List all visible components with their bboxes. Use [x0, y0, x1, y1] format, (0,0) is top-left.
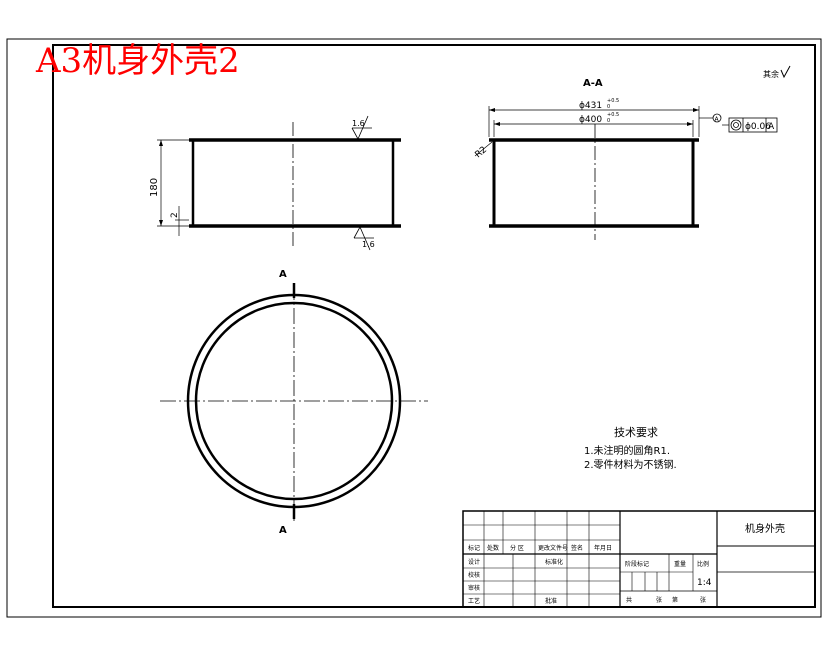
tb-label-mark: 标记: [468, 544, 480, 552]
surface-finish-other-label: 其余: [763, 69, 779, 79]
title-block: [462, 510, 816, 608]
radius-value: R2: [474, 145, 490, 160]
tech-requirements: 技术要求 1.未注明的圆角R1. 2.零件材料为不锈钢.: [584, 426, 677, 471]
surface-finish-other: 其余: [763, 65, 791, 79]
roughness-top: 1.6: [351, 115, 372, 140]
inner-circle: [194, 301, 394, 501]
concentricity-icon: [730, 119, 742, 131]
section-view: A-A ϕ431 +0.5 0 ϕ400 +0.5 0 R2 A: [474, 78, 778, 240]
inner-frame: [52, 44, 816, 608]
feature-control-frame: [728, 117, 778, 133]
roughness-check-icon: [780, 65, 791, 79]
tolerance-value: ϕ0.06: [745, 122, 771, 132]
section-label: A-A: [583, 78, 603, 89]
tb-label-sheets-total: 共: [626, 596, 632, 604]
front-wall-dim: 2: [170, 212, 180, 218]
tb-label-zone: 分 区: [510, 544, 524, 552]
outer-dia-tol-lower: 0: [607, 104, 610, 110]
outer-frame: [6, 38, 822, 618]
tb-label-sheet-unit: 张: [656, 596, 662, 604]
front-height-dim: 180: [149, 178, 160, 197]
tb-label-count: 处数: [487, 544, 499, 552]
outer-dia-tol-upper: +0.5: [607, 98, 619, 104]
tech-requirement-2: 2.零件材料为不锈钢.: [584, 458, 677, 471]
tb-label-change-doc: 更改文件号: [538, 544, 568, 552]
roughness-top-value: 1.6: [352, 119, 365, 128]
tb-part-name: 机身外壳: [745, 522, 785, 535]
front-view: 180 2 1.6 1.6: [149, 115, 401, 251]
cut-label-top: A: [279, 269, 287, 280]
tech-requirement-1: 1.未注明的圆角R1.: [584, 444, 670, 457]
tb-label-review: 审核: [468, 584, 480, 592]
circle-view: A A: [160, 269, 428, 536]
tb-label-approve: 批准: [545, 597, 557, 605]
drawing-title-overlay: A3机身外壳2: [35, 41, 240, 81]
roughness-bottom: 1.6: [353, 226, 375, 251]
roughness-bottom-value: 1.6: [362, 240, 375, 249]
tb-label-weight: 重量: [674, 560, 686, 568]
tb-scale: 1:4: [697, 578, 712, 588]
tolerance-datum: A: [768, 122, 775, 132]
inner-dia-tol-upper: +0.5: [607, 112, 619, 118]
title-block-text: 机身外壳 1:4 标记 处数 分 区 更改文件号 签名 年月日 设计 标准化 校…: [468, 522, 785, 605]
tb-label-standardize: 标准化: [545, 558, 563, 566]
tech-requirements-heading: 技术要求: [614, 426, 658, 439]
tb-label-process: 工艺: [468, 597, 480, 605]
tb-label-design: 设计: [468, 558, 480, 566]
cut-label-bottom: A: [279, 525, 287, 536]
tb-label-ratio: 比例: [697, 560, 709, 568]
datum-circle-icon: [712, 113, 722, 123]
inner-dia-tol-lower: 0: [607, 118, 610, 124]
tb-label-signature: 签名: [571, 544, 583, 552]
title-block-border: [462, 510, 816, 608]
tb-label-stage-mark: 阶段标记: [625, 560, 649, 568]
tb-label-sheet-unit2: 张: [700, 596, 706, 604]
tb-label-check: 校核: [468, 571, 480, 579]
tb-label-date: 年月日: [594, 544, 612, 552]
outer-dia-value: ϕ431: [579, 101, 602, 111]
datum-ref: A: [715, 116, 720, 123]
radius-leader: [474, 141, 493, 157]
tb-label-sheet-of: 第: [672, 596, 678, 604]
inner-dia-value: ϕ400: [579, 115, 602, 125]
